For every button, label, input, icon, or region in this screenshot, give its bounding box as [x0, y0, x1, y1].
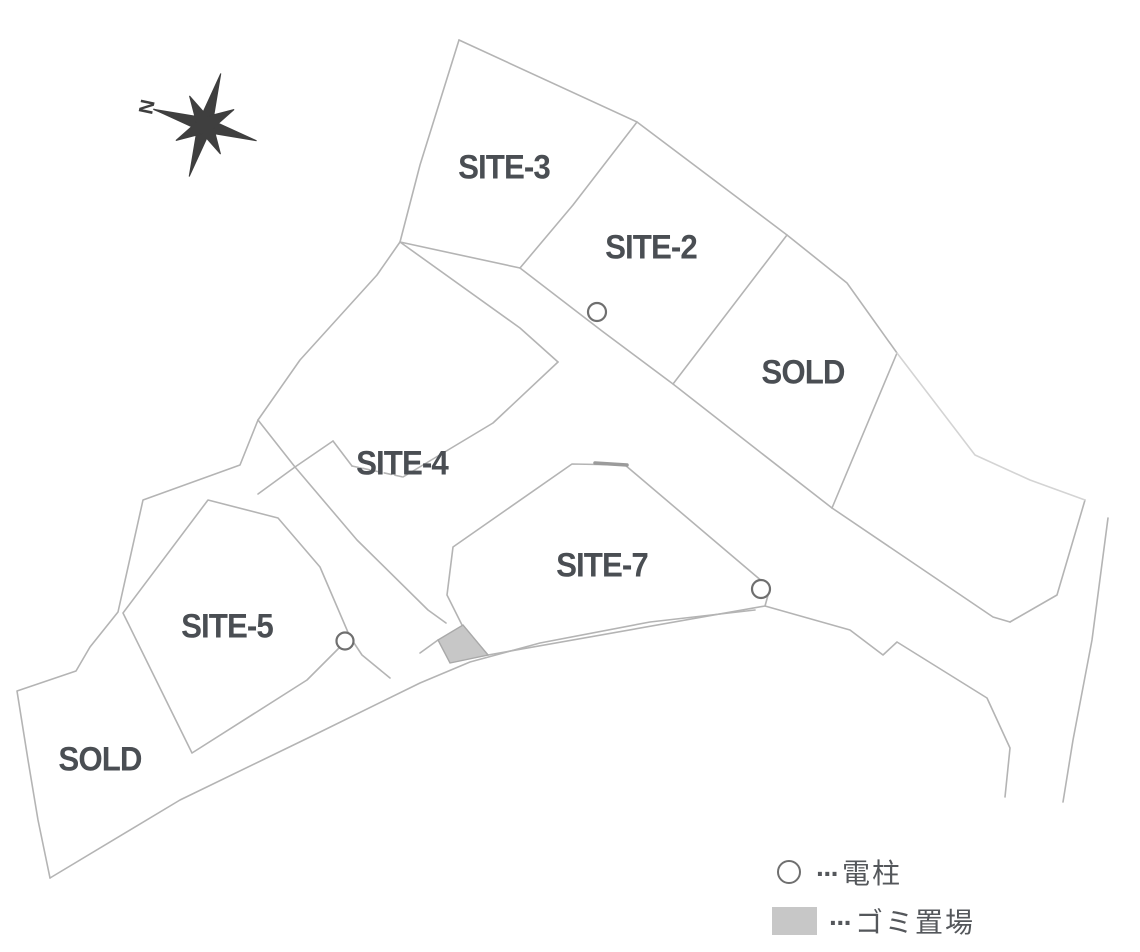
site4-ne-edge [399, 241, 559, 363]
road-tail-south-edge [764, 605, 1011, 798]
legend-item-utility-pole: ···電柱 [772, 852, 975, 892]
site4-bottom-dashed [351, 465, 404, 478]
lot-label-sold-east: SOLD [761, 353, 845, 392]
garbage-area-legend-icon [772, 907, 817, 935]
utility-pole-marker [335, 631, 355, 651]
outer-boundary-north [458, 39, 898, 354]
road-east-west-edge [1009, 499, 1086, 623]
box-left-tail [419, 639, 439, 654]
legend-label-text: 電柱 [841, 858, 902, 889]
lot-label-site-2: SITE-2 [605, 228, 698, 267]
divider-site2-sold [672, 234, 788, 385]
legend-leader-dots: ··· [829, 907, 853, 938]
outer-boundary-bottom [49, 609, 756, 879]
compass-rose-icon [153, 73, 257, 177]
legend-item-garbage-area: ···ゴミ置場 [772, 901, 975, 941]
sold-east-edge [831, 352, 898, 509]
site5-corner-tail [349, 636, 391, 679]
legend-label: ···電柱 [816, 852, 902, 892]
site4-bottom-notch [332, 440, 353, 467]
legend-leader-dots: ··· [816, 858, 840, 889]
road-east-east-edge [1062, 517, 1109, 803]
lot-label-site-4: SITE-4 [356, 444, 449, 483]
site5-boundary [122, 499, 351, 754]
lot-label-site-3: SITE-3 [458, 148, 551, 187]
divider-site3-site4 [399, 241, 521, 269]
outer-boundary-west [16, 39, 460, 879]
utility-pole-marker [750, 578, 772, 600]
site4-se-edge [402, 361, 559, 478]
utility-pole-marker [586, 301, 608, 323]
divider-site3-site2 [519, 121, 638, 269]
legend-label: ···ゴミ置場 [829, 901, 975, 941]
lot-label-site-7: SITE-7 [556, 546, 649, 585]
legend: ···電柱 ···ゴミ置場 [772, 852, 975, 941]
lot-label-site-5: SITE-5 [181, 607, 274, 646]
site7-top-notch [593, 461, 629, 467]
legend-label-text: ゴミ置場 [854, 907, 975, 938]
road-edge-site5-north [257, 419, 447, 624]
utility-pole-legend-icon [777, 860, 801, 884]
road-north-edge [519, 267, 833, 509]
outer-boundary-faint-arc [896, 352, 1086, 501]
lot-label-sold-west: SOLD [58, 740, 142, 779]
road-tail-north-edge [831, 507, 1011, 623]
garbage-area-marker [437, 624, 490, 664]
